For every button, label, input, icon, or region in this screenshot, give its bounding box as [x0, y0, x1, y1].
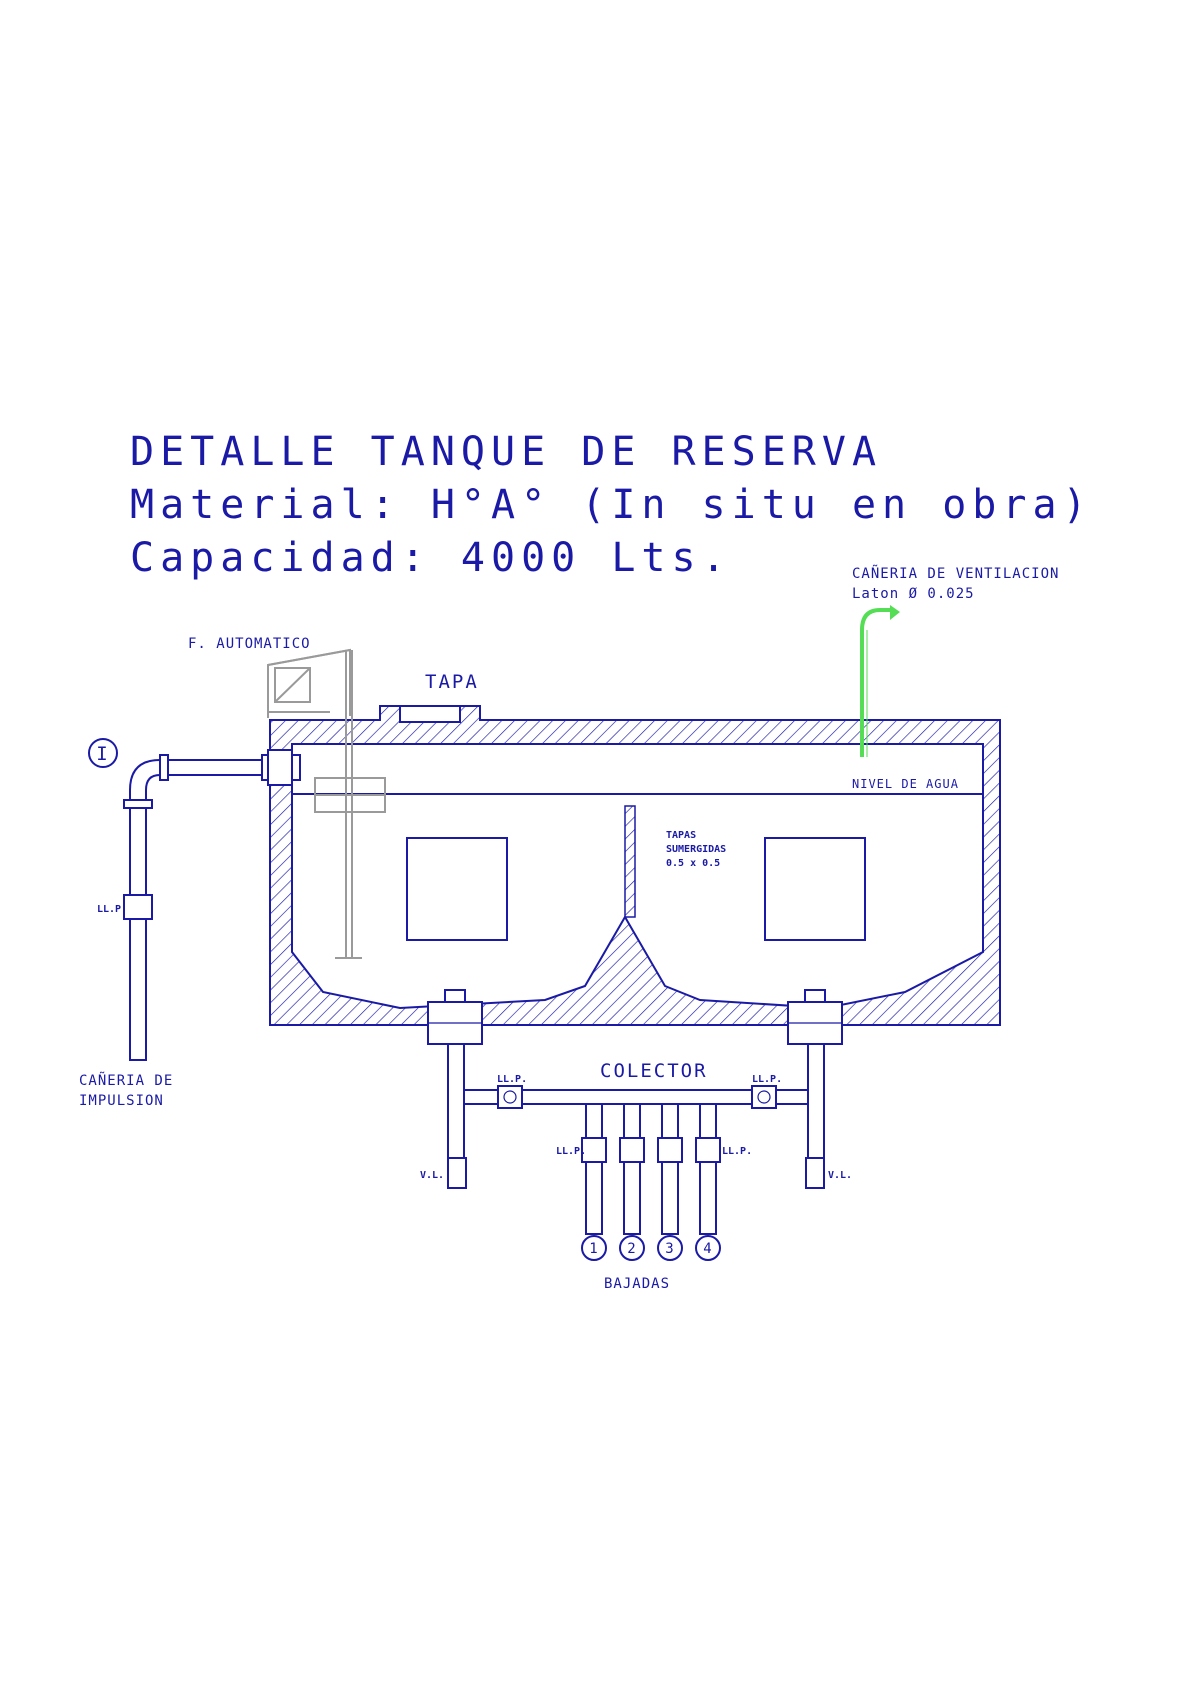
- bajada-marker-1-circle: [581, 1235, 607, 1261]
- bajada-marker-2-circle: [619, 1235, 645, 1261]
- llp-label-bajadas-left: LL.P.: [556, 1146, 586, 1157]
- downpipe-4: [695, 1103, 721, 1235]
- impulsion-pipe: I LL.P.: [88, 738, 301, 1061]
- submerged-lids-label-3: 0.5 x 0.5: [666, 858, 720, 869]
- divider-wall: [624, 805, 636, 918]
- impulsion-marker: I: [96, 743, 109, 765]
- llp-label-bajadas-right: LL.P.: [722, 1146, 752, 1157]
- vl-label-left: V.L.: [420, 1170, 444, 1181]
- downpipe-2: [619, 1103, 645, 1235]
- bajada-marker-4-circle: [695, 1235, 721, 1261]
- tapa-opening: [399, 705, 461, 723]
- title-line-1: DETALLE TANQUE DE RESERVA: [130, 429, 882, 475]
- impulsion-label-1: CAÑERIA DE: [79, 1072, 173, 1089]
- bajada-marker-1: 1: [589, 1241, 598, 1257]
- bajadas-label: BAJADAS: [604, 1276, 670, 1292]
- bajada-marker-3: 3: [665, 1241, 674, 1257]
- tapa-label: TAPA: [425, 671, 479, 693]
- bajada-marker-4: 4: [703, 1241, 712, 1257]
- ventilation-label-1: CAÑERIA DE VENTILACION: [852, 565, 1059, 582]
- submerged-lid-left: [406, 837, 508, 941]
- llp-label-impulsion: LL.P.: [97, 904, 127, 915]
- impulsion-marker-circle: [88, 738, 118, 768]
- title-block: DETALLE TANQUE DE RESERVA Material: H°A°…: [130, 429, 1093, 581]
- submerged-lid-right: [764, 837, 866, 941]
- downpipe-3: [657, 1103, 683, 1235]
- collector-assembly: V.L. V.L. LL.P. LL.P. COLECTOR LL.P. LL: [420, 989, 852, 1292]
- llp-label-collector-right: LL.P.: [752, 1074, 782, 1085]
- title-line-2: Material: H°A° (In situ en obra): [130, 482, 1093, 528]
- collector-label: COLECTOR: [600, 1060, 708, 1082]
- downpipe-1: [581, 1103, 607, 1235]
- bajada-marker-3-circle: [657, 1235, 683, 1261]
- impulsion-label-2: IMPULSION: [79, 1093, 164, 1109]
- ventilation-label-2: Laton Ø 0.025: [852, 586, 975, 602]
- ventilation-pipe: [860, 605, 900, 757]
- submerged-lids-label-2: SUMERGIDAS: [666, 844, 726, 855]
- vl-label-right: V.L.: [828, 1170, 852, 1181]
- submerged-lids-label-1: TAPAS: [666, 830, 696, 841]
- float-switch: [267, 648, 386, 959]
- float-switch-label: F. AUTOMATICO: [188, 636, 311, 652]
- llp-label-collector-left: LL.P.: [497, 1074, 527, 1085]
- water-level-label: NIVEL DE AGUA: [852, 777, 959, 791]
- bajada-marker-2: 2: [627, 1241, 636, 1257]
- title-line-3: Capacidad: 4000 Lts.: [130, 535, 732, 581]
- tank-body: [269, 705, 1001, 1026]
- annotations: CAÑERIA DE VENTILACION Laton Ø 0.025 F. …: [79, 565, 1059, 1109]
- tank-walls: [269, 705, 1001, 1026]
